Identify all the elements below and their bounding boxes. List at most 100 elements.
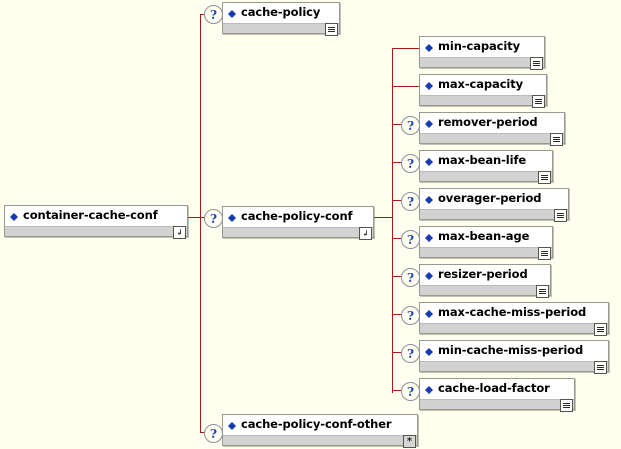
node-overager-period[interactable]: overager-period	[419, 188, 569, 222]
optional-marker-max-bean-life: ?	[401, 154, 420, 173]
node-body: min-cache-miss-period	[420, 341, 608, 361]
optional-marker-resizer-period: ?	[401, 268, 420, 287]
node-label: cache-policy-conf-other	[241, 417, 392, 432]
node-min-cache-miss-period[interactable]: min-cache-miss-period	[419, 340, 609, 374]
optional-marker-min-cache-miss-period: ?	[401, 344, 420, 363]
node-label: cache-policy-conf	[241, 209, 353, 224]
connector-conf-stub	[374, 217, 392, 218]
node-label: max-bean-life	[438, 153, 527, 168]
type-lines-icon	[554, 209, 567, 222]
element-diamond-icon	[425, 116, 433, 128]
node-body: overager-period	[420, 189, 568, 209]
node-max-bean-age[interactable]: max-bean-age	[419, 226, 553, 260]
node-cache-policy-conf[interactable]: cache-policy-conf ↲	[222, 206, 374, 240]
element-diamond-icon	[425, 78, 433, 90]
element-diamond-icon	[425, 230, 433, 242]
element-diamond-icon	[425, 306, 433, 318]
node-label: resizer-period	[438, 267, 528, 282]
node-footer	[223, 435, 417, 445]
node-body: resizer-period	[420, 265, 550, 285]
node-remover-period[interactable]: remover-period	[419, 112, 565, 146]
node-cache-policy-conf-other[interactable]: cache-policy-conf-other *	[222, 414, 418, 448]
optional-marker-remover-period: ?	[401, 116, 420, 135]
node-body: min-capacity	[420, 37, 544, 57]
node-body: max-capacity	[420, 75, 546, 95]
node-max-bean-life[interactable]: max-bean-life	[419, 150, 553, 184]
type-lines-icon	[538, 247, 551, 260]
node-body: cache-policy-conf-other	[223, 415, 417, 435]
type-lines-icon	[536, 285, 549, 298]
type-lines-icon	[560, 399, 573, 412]
node-label: remover-period	[438, 115, 538, 130]
optional-marker-cache-policy-conf-other: ?	[204, 424, 223, 443]
node-footer	[5, 226, 187, 236]
node-footer	[420, 399, 574, 409]
node-label: container-cache-conf	[23, 208, 158, 223]
node-container-cache-conf[interactable]: container-cache-conf ↲	[4, 205, 188, 239]
optional-marker-max-cache-miss-period: ?	[401, 306, 420, 325]
node-footer	[420, 95, 546, 105]
element-diamond-icon	[228, 418, 236, 430]
connector-level2-spine	[200, 14, 201, 432]
node-label: min-cache-miss-period	[438, 343, 584, 358]
type-lines-icon	[530, 57, 543, 70]
node-cache-load-factor[interactable]: cache-load-factor	[419, 378, 575, 412]
node-label: max-capacity	[438, 77, 524, 92]
type-lines-icon	[325, 23, 338, 36]
node-body: cache-policy-conf	[223, 207, 373, 227]
element-diamond-icon	[425, 40, 433, 52]
node-max-capacity[interactable]: max-capacity	[419, 74, 547, 108]
node-body: cache-load-factor	[420, 379, 574, 399]
node-cache-policy[interactable]: cache-policy	[222, 2, 340, 36]
element-diamond-icon	[228, 210, 236, 222]
node-min-capacity[interactable]: min-capacity	[419, 36, 545, 70]
element-diamond-icon	[425, 154, 433, 166]
node-footer	[223, 23, 339, 33]
element-diamond-icon	[10, 209, 18, 221]
connector-to-max-capacity	[392, 86, 420, 87]
node-body: container-cache-conf	[5, 206, 187, 226]
sequence-compositor-icon: ↲	[359, 227, 372, 240]
node-footer	[420, 247, 552, 257]
node-label: cache-load-factor	[438, 381, 550, 396]
type-lines-icon	[594, 361, 607, 374]
node-footer	[420, 57, 544, 67]
node-label: max-cache-miss-period	[438, 305, 587, 320]
node-body: remover-period	[420, 113, 564, 133]
element-diamond-icon	[425, 192, 433, 204]
node-body: max-bean-life	[420, 151, 552, 171]
node-label: max-bean-age	[438, 229, 530, 244]
connector-to-min-capacity	[392, 48, 420, 49]
connector-level3-spine	[392, 48, 393, 393]
type-lines-icon	[538, 171, 551, 184]
optional-marker-max-bean-age: ?	[401, 230, 420, 249]
node-footer	[420, 285, 550, 295]
node-footer	[420, 361, 608, 371]
optional-marker-overager-period: ?	[401, 192, 420, 211]
node-footer	[420, 209, 568, 219]
element-diamond-icon	[425, 382, 433, 394]
node-body: max-bean-age	[420, 227, 552, 247]
optional-marker-cache-policy-conf: ?	[204, 209, 223, 228]
node-footer	[223, 227, 373, 237]
node-resizer-period[interactable]: resizer-period	[419, 264, 551, 298]
node-label: cache-policy	[241, 5, 321, 20]
node-label: min-capacity	[438, 39, 521, 54]
node-footer	[420, 323, 608, 333]
any-star-icon: *	[403, 435, 416, 448]
node-footer	[420, 171, 552, 181]
element-diamond-icon	[425, 344, 433, 356]
node-max-cache-miss-period[interactable]: max-cache-miss-period	[419, 302, 609, 336]
element-diamond-icon	[228, 6, 236, 18]
optional-marker-cache-load-factor: ?	[401, 382, 420, 401]
type-lines-icon	[532, 95, 545, 108]
type-lines-icon	[550, 133, 563, 146]
sequence-compositor-icon: ↲	[173, 226, 186, 239]
node-body: cache-policy	[223, 3, 339, 23]
optional-marker-cache-policy: ?	[204, 5, 223, 24]
type-lines-icon	[594, 323, 607, 336]
node-label: overager-period	[438, 191, 542, 206]
node-body: max-cache-miss-period	[420, 303, 608, 323]
connector-root-stub	[188, 217, 200, 218]
